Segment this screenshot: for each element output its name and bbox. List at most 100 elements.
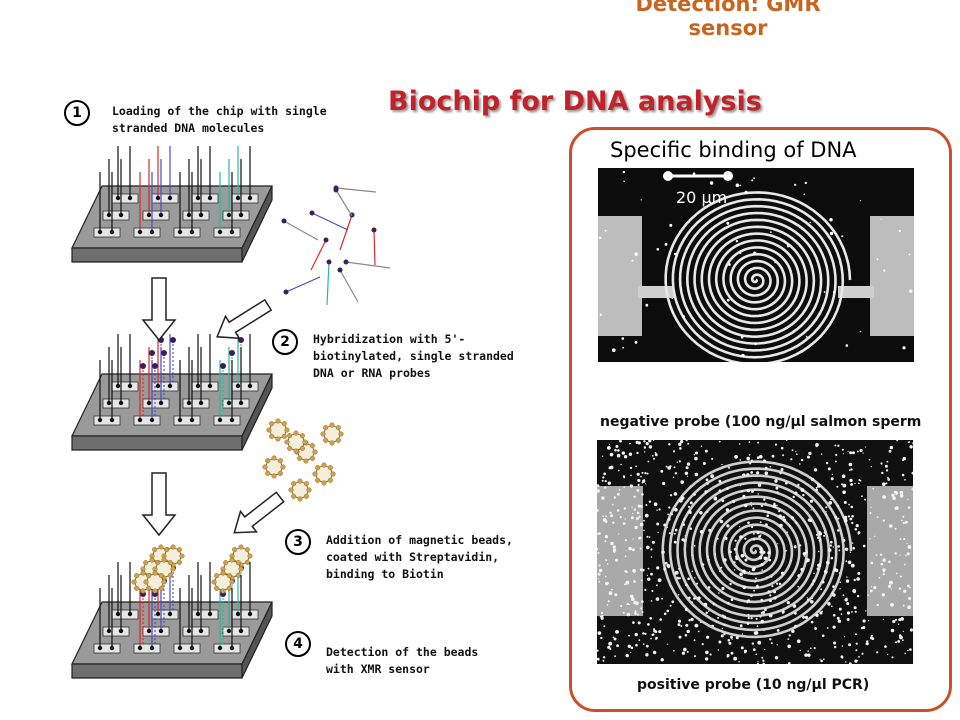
bead-speck bbox=[666, 609, 670, 613]
sensor-pad bbox=[133, 227, 161, 238]
bead-speck bbox=[664, 243, 668, 246]
bead-speck bbox=[907, 649, 909, 652]
bead-speck bbox=[719, 519, 724, 524]
bead-speck bbox=[629, 442, 631, 445]
bead-speck bbox=[704, 449, 708, 453]
scale-bar-end-left bbox=[663, 171, 673, 181]
bead-speck bbox=[637, 504, 641, 508]
bead-speck bbox=[661, 597, 663, 600]
bead-speck bbox=[669, 604, 672, 607]
bead-speck bbox=[612, 348, 616, 352]
bead-speck bbox=[635, 643, 638, 647]
biotin-label bbox=[149, 350, 155, 356]
streptavidin-dot bbox=[323, 425, 329, 431]
bead-speck bbox=[907, 441, 910, 444]
slide-title: Biochip for DNA analysis bbox=[388, 86, 762, 117]
bead-speck bbox=[810, 476, 812, 479]
bead-speck bbox=[666, 643, 669, 645]
sensor-pad bbox=[133, 415, 161, 426]
bead-speck bbox=[674, 472, 678, 475]
step-4-number: 4 bbox=[285, 631, 311, 657]
bead-speck bbox=[817, 484, 821, 488]
bead-speck bbox=[870, 586, 873, 588]
bead-speck bbox=[740, 335, 744, 339]
bead-speck bbox=[673, 252, 677, 256]
bead-speck bbox=[779, 523, 783, 528]
bead-speck bbox=[631, 259, 634, 262]
bead-speck bbox=[885, 469, 889, 472]
bead-speck bbox=[750, 594, 753, 598]
bead-speck bbox=[882, 482, 886, 486]
bead-speck bbox=[847, 515, 850, 518]
bead-speck bbox=[766, 514, 769, 517]
bead-speck bbox=[739, 252, 742, 255]
bead-speck bbox=[862, 626, 866, 630]
bead-speck bbox=[688, 596, 691, 600]
bead-speck bbox=[604, 535, 608, 539]
bead-speck bbox=[718, 592, 720, 594]
bead-speck bbox=[850, 468, 853, 471]
bead-speck bbox=[901, 519, 903, 522]
bead-speck bbox=[756, 662, 759, 664]
bead-speck bbox=[887, 476, 889, 479]
bead-speck bbox=[799, 544, 802, 547]
bead-speck bbox=[618, 488, 621, 491]
bead-speck bbox=[753, 533, 755, 535]
streptavidin-dot bbox=[134, 573, 140, 579]
bead-speck bbox=[850, 505, 854, 509]
bead-speck bbox=[701, 563, 705, 566]
streptavidin-dot bbox=[232, 547, 238, 553]
bead-speck bbox=[734, 455, 738, 459]
bead-speck bbox=[607, 446, 611, 450]
bead-speck bbox=[836, 529, 840, 532]
bead-speck bbox=[608, 466, 612, 470]
bead-speck bbox=[619, 516, 622, 519]
bead-speck bbox=[802, 552, 807, 556]
bead-speck bbox=[757, 483, 762, 487]
bead-speck bbox=[740, 646, 744, 650]
streptavidin-dot bbox=[170, 566, 176, 572]
bead-speck bbox=[634, 252, 638, 256]
bound-bead bbox=[161, 544, 185, 568]
bead-speck bbox=[817, 563, 820, 567]
bead-speck bbox=[672, 450, 676, 453]
strand-anchor bbox=[97, 417, 103, 423]
strand-anchor bbox=[247, 195, 253, 201]
probe-end bbox=[371, 227, 377, 233]
bead-speck bbox=[722, 614, 724, 617]
bead-speck bbox=[747, 617, 750, 620]
bead-speck bbox=[775, 545, 777, 548]
bead-speck bbox=[791, 629, 795, 633]
bead-speck bbox=[805, 602, 807, 605]
bead-speck bbox=[760, 598, 763, 602]
bead-speck bbox=[705, 650, 709, 655]
bead-speck bbox=[762, 459, 766, 463]
bead-speck bbox=[641, 600, 644, 603]
bead-speck bbox=[627, 602, 629, 605]
free-bead bbox=[266, 418, 290, 442]
bead-speck bbox=[825, 461, 829, 465]
bead-speck bbox=[788, 577, 791, 580]
bead-speck bbox=[778, 514, 782, 518]
bead-speck bbox=[845, 344, 849, 347]
diagonal-arrow-1 bbox=[216, 298, 273, 340]
bead-speck bbox=[825, 511, 827, 513]
bead-speck bbox=[731, 638, 733, 640]
bead-speck bbox=[740, 553, 745, 558]
streptavidin-dot bbox=[140, 570, 146, 576]
streptavidin-dot bbox=[244, 559, 250, 565]
bead-speck bbox=[756, 471, 760, 475]
bead-speck bbox=[790, 516, 794, 520]
bead-speck bbox=[790, 560, 792, 562]
bead-speck bbox=[856, 594, 860, 598]
streptavidin-dot bbox=[235, 560, 241, 566]
bead-speck bbox=[634, 612, 637, 615]
bead-speck bbox=[646, 472, 649, 475]
bead-speck bbox=[905, 554, 907, 557]
bead-speck bbox=[857, 660, 859, 662]
bead-speck bbox=[858, 656, 860, 658]
bead-speck bbox=[797, 585, 800, 588]
bead-speck bbox=[907, 545, 912, 549]
bead-speck bbox=[857, 571, 861, 575]
strand-anchor bbox=[226, 212, 232, 218]
